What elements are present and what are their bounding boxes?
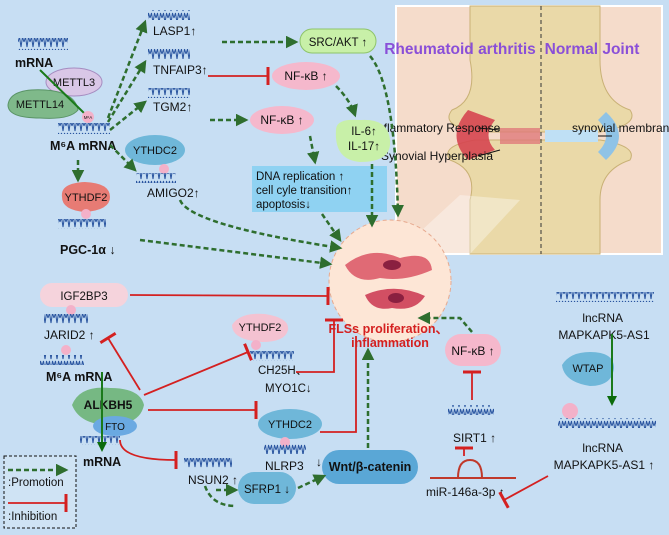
- nlrp3-label: NLRP3: [265, 459, 304, 473]
- ra-title: Rheumatoid arthritis: [384, 41, 536, 58]
- lnc-top-label: lncRNA MAPKAPK5-AS1: [558, 311, 650, 342]
- mettl3-label: METTL3: [53, 77, 95, 89]
- wnt-label: Wnt/β-catenin: [329, 460, 412, 474]
- inflammatory-response-label: Inflammatory Response: [374, 121, 501, 135]
- il17-label: IL-17↑: [348, 141, 380, 153]
- bottom-right-arrows: [417, 311, 617, 509]
- mrna-label-top: mRNA: [15, 56, 53, 70]
- normal-title: Normal Joint: [545, 41, 640, 58]
- nfkb-label-1: NF-κB ↑: [284, 69, 327, 83]
- dna-box-text: DNA replication ↑ cell cyle transition↑ …: [256, 171, 356, 211]
- mir-label: miR-146a-3p ↑: [426, 485, 505, 499]
- nsun2-label: NSUN2 ↑: [188, 473, 238, 487]
- alkbh5-label: ALKBH5: [84, 398, 133, 412]
- src-akt-node: [299, 28, 377, 54]
- sfrp1-label: SFRP1 ↓: [244, 484, 290, 496]
- sirt1-label: SIRT1 ↑: [453, 431, 496, 445]
- ythdc2-node-bottom: [258, 409, 322, 439]
- legend: :Promotion :Inhibition: [3, 455, 77, 529]
- mettl14-node: [7, 89, 79, 119]
- nfkb-node-1: [272, 62, 340, 90]
- mrna-wave-top: [18, 38, 68, 50]
- nfkb-label-2: NF-κB ↑: [260, 113, 303, 127]
- il-node: [335, 119, 391, 162]
- m6a-mrna-label-bottom: M⁶A mRNA: [46, 370, 112, 384]
- m6a-mrna-label-top: M⁶A mRNA: [50, 139, 116, 153]
- sfrp1-node: [238, 472, 296, 504]
- ch25h-label: CH25H、: [258, 365, 307, 377]
- m6a-mark-1: [82, 111, 94, 123]
- nfkb-label-3: NF-κB ↑: [451, 344, 494, 358]
- ythdf2-label-top: YTHDF2: [65, 192, 108, 204]
- fto-node: [93, 416, 137, 436]
- myo1c-label: MYO1C↓: [265, 383, 312, 395]
- legend-promotion: :Promotion: [8, 477, 64, 489]
- tnfaip3-label: TNFAIP3↑: [153, 63, 208, 77]
- dna-box: [252, 166, 387, 212]
- fto-label: FTO: [105, 422, 125, 433]
- mettl14-label: METTL14: [16, 99, 64, 111]
- fls-label: FLSs proliferation、 inflammation: [329, 322, 452, 350]
- jarid2-label: JARID2 ↑: [44, 328, 95, 342]
- legend-inhibition: :Inhibition: [8, 511, 57, 523]
- lnc-bottom-label: lncRNA MAPKAPK5-AS1 ↑: [554, 441, 655, 472]
- nfkb-node-3: [445, 334, 501, 366]
- il6-label: IL-6↑: [351, 126, 377, 138]
- ythdc2-label-bottom: YTHDC2: [268, 419, 312, 431]
- ythdf2-label-bottom: YTHDF2: [239, 322, 282, 334]
- igf2bp3-label: IGF2BP3: [60, 291, 107, 303]
- mrna-label-bottom: mRNA: [83, 455, 121, 469]
- pgc1a-label: PGC-1α ↓: [60, 243, 116, 257]
- bottom-left-arrows: [97, 286, 375, 508]
- joint-illustration: Rheumatoid arthritis Normal Joint Inflam…: [374, 5, 669, 255]
- ythdc2-label-top: YTHDC2: [133, 145, 177, 157]
- lasp1-label: LASP1↑: [153, 24, 196, 38]
- igf2bp3-node: [40, 283, 128, 307]
- m6a-mark-lnc: [562, 403, 578, 419]
- nfkb-node-2: [250, 106, 314, 134]
- fls-cell-cluster: FLSs proliferation、 inflammation: [328, 219, 452, 350]
- ythdf2-node-top: [61, 182, 110, 212]
- tgm2-label: TGM2↑: [153, 100, 192, 114]
- wtap-node: [562, 352, 614, 386]
- ythdc2-node-top: [125, 135, 185, 165]
- amigo2-label: AMIGO2↑: [147, 186, 200, 200]
- synovial-hyperplasia-label: Synovial Hyperplasia: [381, 149, 493, 163]
- top-arrows: [71, 19, 405, 269]
- wnt-node: [322, 450, 418, 484]
- src-akt-label: SRC/AKT ↑: [309, 37, 368, 49]
- alkbh5-node: [72, 387, 144, 425]
- svg-text:M⁶A: M⁶A: [84, 115, 93, 120]
- nlrp3-arrow: ↓: [316, 455, 322, 469]
- synovial-membrane-label: synovial membrane: [572, 121, 669, 135]
- ythdf2-node-bottom: [232, 313, 289, 342]
- wtap-label: WTAP: [573, 363, 604, 375]
